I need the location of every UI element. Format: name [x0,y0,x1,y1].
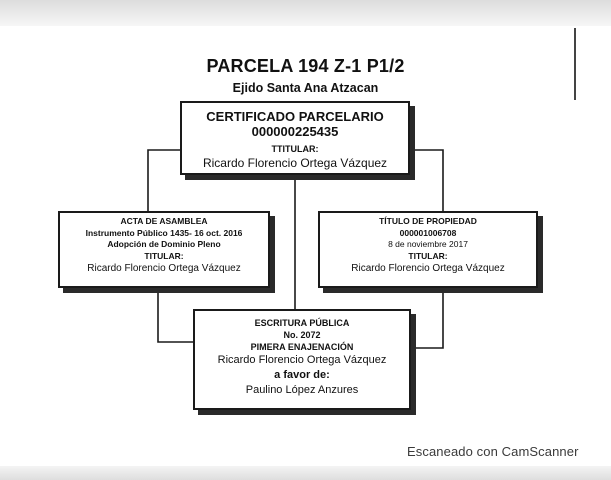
connector-cert-to-acta [147,149,180,211]
acta-asamblea-box: ACTA DE ASAMBLEA Instrumento Público 143… [58,211,270,288]
scan-top-edge [0,0,611,26]
escritura-heading: ESCRITURA PÚBLICA [254,318,350,328]
certificado-holder-label: TTITULAR: [271,144,319,154]
certificado-number: 000000225435 [251,124,339,139]
certificado-heading: CERTIFICADO PARCELARIO [206,109,384,124]
acta-adopcion: Adopción de Dominio Pleno [107,239,221,249]
acta-holder-name: Ricardo Florencio Ortega Vázquez [87,263,241,274]
titulo-holder-name: Ricardo Florencio Ortega Vázquez [351,263,505,274]
connector-cert-to-titulo [410,149,444,211]
scan-bottom-edge [0,466,611,480]
titulo-heading: TÍTULO DE PROPIEDAD [379,216,477,226]
titulo-number: 000001006708 [399,227,457,238]
acta-instrumento: Instrumento Público 1435- 16 oct. 2016 [85,227,243,238]
scan-edge-mark [574,28,576,100]
acta-heading: ACTA DE ASAMBLEA [120,216,208,226]
escritura-buyer-name: Paulino López Anzures [245,384,359,396]
acta-holder-label: TITULAR: [144,250,184,261]
connector-acta-to-escritura [157,288,193,343]
escritura-favor-label: a favor de: [274,369,330,381]
titulo-propiedad-box: TÍTULO DE PROPIEDAD 000001006708 8 de no… [318,211,538,288]
escritura-number: No. 2072 [283,330,321,340]
titulo-date: 8 de noviembre 2017 [388,239,468,249]
camscanner-watermark: Escaneado con CamScanner [407,444,579,459]
titulo-holder-label: TITULAR: [408,250,448,261]
certificado-parcelario-box: CERTIFICADO PARCELARIO 000000225435 TTIT… [180,101,410,175]
diagram-subtitle: Ejido Santa Ana Atzacan [232,81,379,95]
escritura-type: PIMERA ENAJENACIÓN [250,342,354,352]
escritura-publica-box: ESCRITURA PÚBLICA No. 2072 PIMERA ENAJEN… [193,309,411,410]
connector-titulo-to-escritura [411,288,444,349]
certificado-holder-name: Ricardo Florencio Ortega Vázquez [202,156,388,170]
diagram-title: PARCELA 194 Z-1 P1/2 [206,56,405,76]
escritura-seller-name: Ricardo Florencio Ortega Vázquez [217,354,387,366]
